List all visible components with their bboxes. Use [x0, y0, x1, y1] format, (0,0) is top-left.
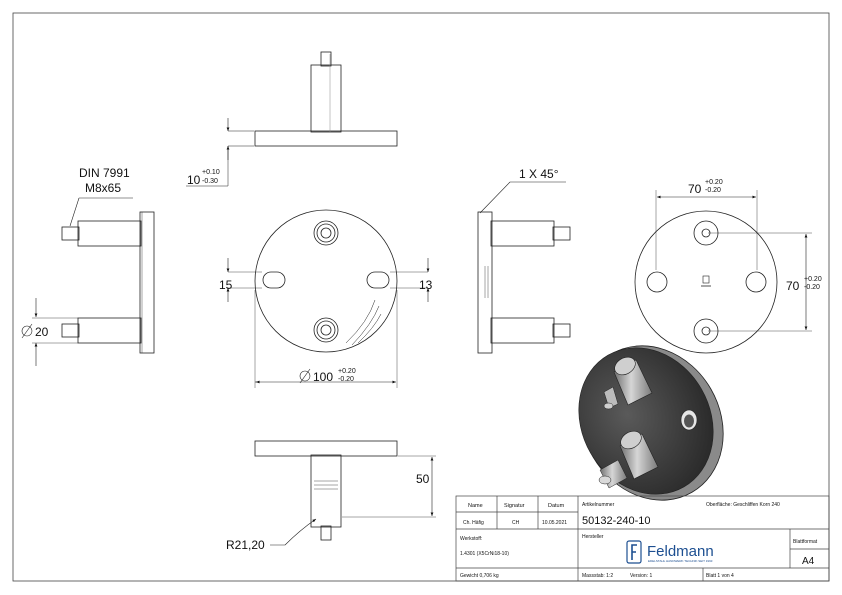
feldmann-logo: Feldmann EDELSTAHL HANDWERK TECHNIK SEIT… [626, 540, 714, 564]
tb-gewicht: Gewicht 0,706 kg [460, 573, 499, 579]
slot-left-value: 15 [219, 278, 233, 292]
top-thickness-value: 10 [187, 173, 201, 187]
tb-name-value: Ch. Häfig [463, 520, 484, 526]
back-view [634, 190, 812, 354]
tb-werkstoff-value: 1.4301 (X5CrNi18-10) [460, 551, 509, 557]
tb-datum-value: 10.05.2021 [542, 520, 567, 526]
tb-datum-label: Datum [548, 503, 565, 509]
hole-spacing-v-tol-upper: +0.20 [804, 276, 822, 283]
chamfer-callout: 1 X 45° [519, 167, 559, 181]
bottom-view [254, 440, 436, 546]
tb-massstab: Massstab: 1:2 [582, 573, 613, 579]
slot-right-value: 13 [419, 278, 433, 292]
right-view [477, 181, 571, 354]
logo-wordmark: Feldmann [647, 543, 714, 560]
hole-spacing-v-value: 70 [786, 279, 800, 293]
bolt-size: M8x65 [85, 181, 121, 195]
tb-artikelnummer-value: 50132-240-10 [582, 515, 651, 527]
tb-signatur-label: Signatur [504, 503, 525, 509]
radius-callout: R21,20 [226, 538, 265, 552]
tb-version: Version: 1 [630, 573, 652, 579]
plate-diameter-value: 100 [313, 370, 333, 384]
top-view [186, 51, 398, 187]
sheet-border [12, 12, 830, 582]
hole-spacing-v-tol-lower: -0.20 [804, 284, 820, 291]
top-tol-upper: +0.10 [202, 169, 220, 176]
tb-blattformat-label: Blattformat [793, 539, 818, 545]
isometric-3d-view [578, 345, 724, 501]
logo-tagline: EDELSTAHL HANDWERK TECHNIK SEIT 1993 [648, 559, 713, 563]
bolt-diameter-value: 20 [35, 325, 49, 339]
tb-werkstoff-label: Werkstoff: [460, 536, 482, 542]
top-tol-lower: -0.30 [202, 178, 218, 185]
tb-signatur-value: CH [512, 520, 520, 526]
height-value: 50 [416, 472, 430, 486]
tb-blatt: Blatt 1 von 4 [706, 573, 734, 579]
title-block [455, 495, 830, 582]
left-view [21, 197, 155, 366]
tb-artikelnummer-label: Artikelnummer [582, 502, 615, 508]
hole-spacing-h-value: 70 [688, 182, 702, 196]
front-view [226, 209, 430, 388]
tb-name-label: Name [468, 503, 483, 509]
tb-hersteller-label: Hersteller [582, 534, 604, 540]
bolt-standard: DIN 7991 [79, 166, 130, 180]
tb-oberflaeche: Oberfläche: Geschliffen Korn 240 [706, 502, 780, 508]
hole-spacing-h-tol-lower: -0.20 [705, 187, 721, 194]
tb-blattformat-value: A4 [802, 556, 815, 567]
plate-tol-upper: +0.20 [338, 368, 356, 375]
hole-spacing-h-tol-upper: +0.20 [705, 179, 723, 186]
plate-tol-lower: -0.20 [338, 376, 354, 383]
